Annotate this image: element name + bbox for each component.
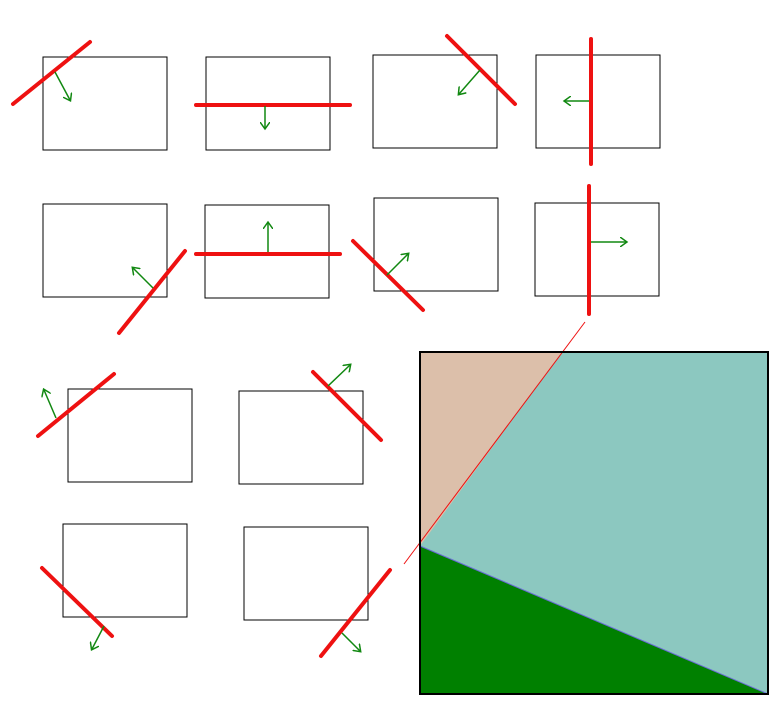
case-3-cut-line	[445, 34, 517, 106]
case-9	[36, 372, 193, 483]
case-11	[40, 523, 188, 649]
case-9-rect	[67, 388, 193, 483]
case-1-arrow	[54, 71, 70, 100]
case-6	[194, 204, 342, 299]
case-7-cut-line	[351, 239, 425, 312]
case-4-rect	[535, 54, 661, 149]
case-7-arrow	[386, 254, 408, 276]
case-8-rect	[534, 202, 660, 297]
case-1-rect	[42, 56, 168, 151]
case-11-arrow	[92, 625, 105, 649]
case-5-rect	[42, 203, 168, 298]
case-9-cut-line	[36, 372, 116, 438]
case-5-cut-line	[117, 249, 187, 335]
case-7	[351, 197, 499, 312]
partition-square	[403, 321, 769, 695]
case-10-cut-line	[311, 370, 383, 442]
case-3-arrow	[459, 69, 481, 94]
case-4	[535, 37, 661, 166]
case-5	[42, 203, 187, 335]
case-7-rect	[373, 197, 499, 292]
divider-line-blue	[419, 545, 769, 695]
case-8	[534, 184, 660, 316]
case-12-cut-line	[319, 568, 392, 658]
case-3	[372, 34, 517, 149]
case-2	[194, 56, 352, 151]
case-9-arrow	[44, 390, 57, 419]
case-3-rect	[372, 54, 498, 149]
cut-line-thin	[403, 321, 586, 565]
case-10	[238, 365, 383, 485]
square-border	[419, 351, 769, 695]
case-11-cut-line	[40, 566, 114, 638]
case-1-cut-line	[11, 40, 92, 106]
case-1	[11, 40, 168, 151]
case-12-arrow	[341, 632, 360, 651]
case-5-arrow	[133, 268, 154, 289]
region-teal	[420, 352, 768, 694]
case-10-rect	[238, 390, 364, 485]
case-10-arrow	[327, 365, 350, 387]
case-6-rect	[204, 204, 330, 299]
case-12	[243, 526, 392, 658]
case-11-rect	[62, 523, 188, 618]
case-12-rect	[243, 526, 369, 621]
